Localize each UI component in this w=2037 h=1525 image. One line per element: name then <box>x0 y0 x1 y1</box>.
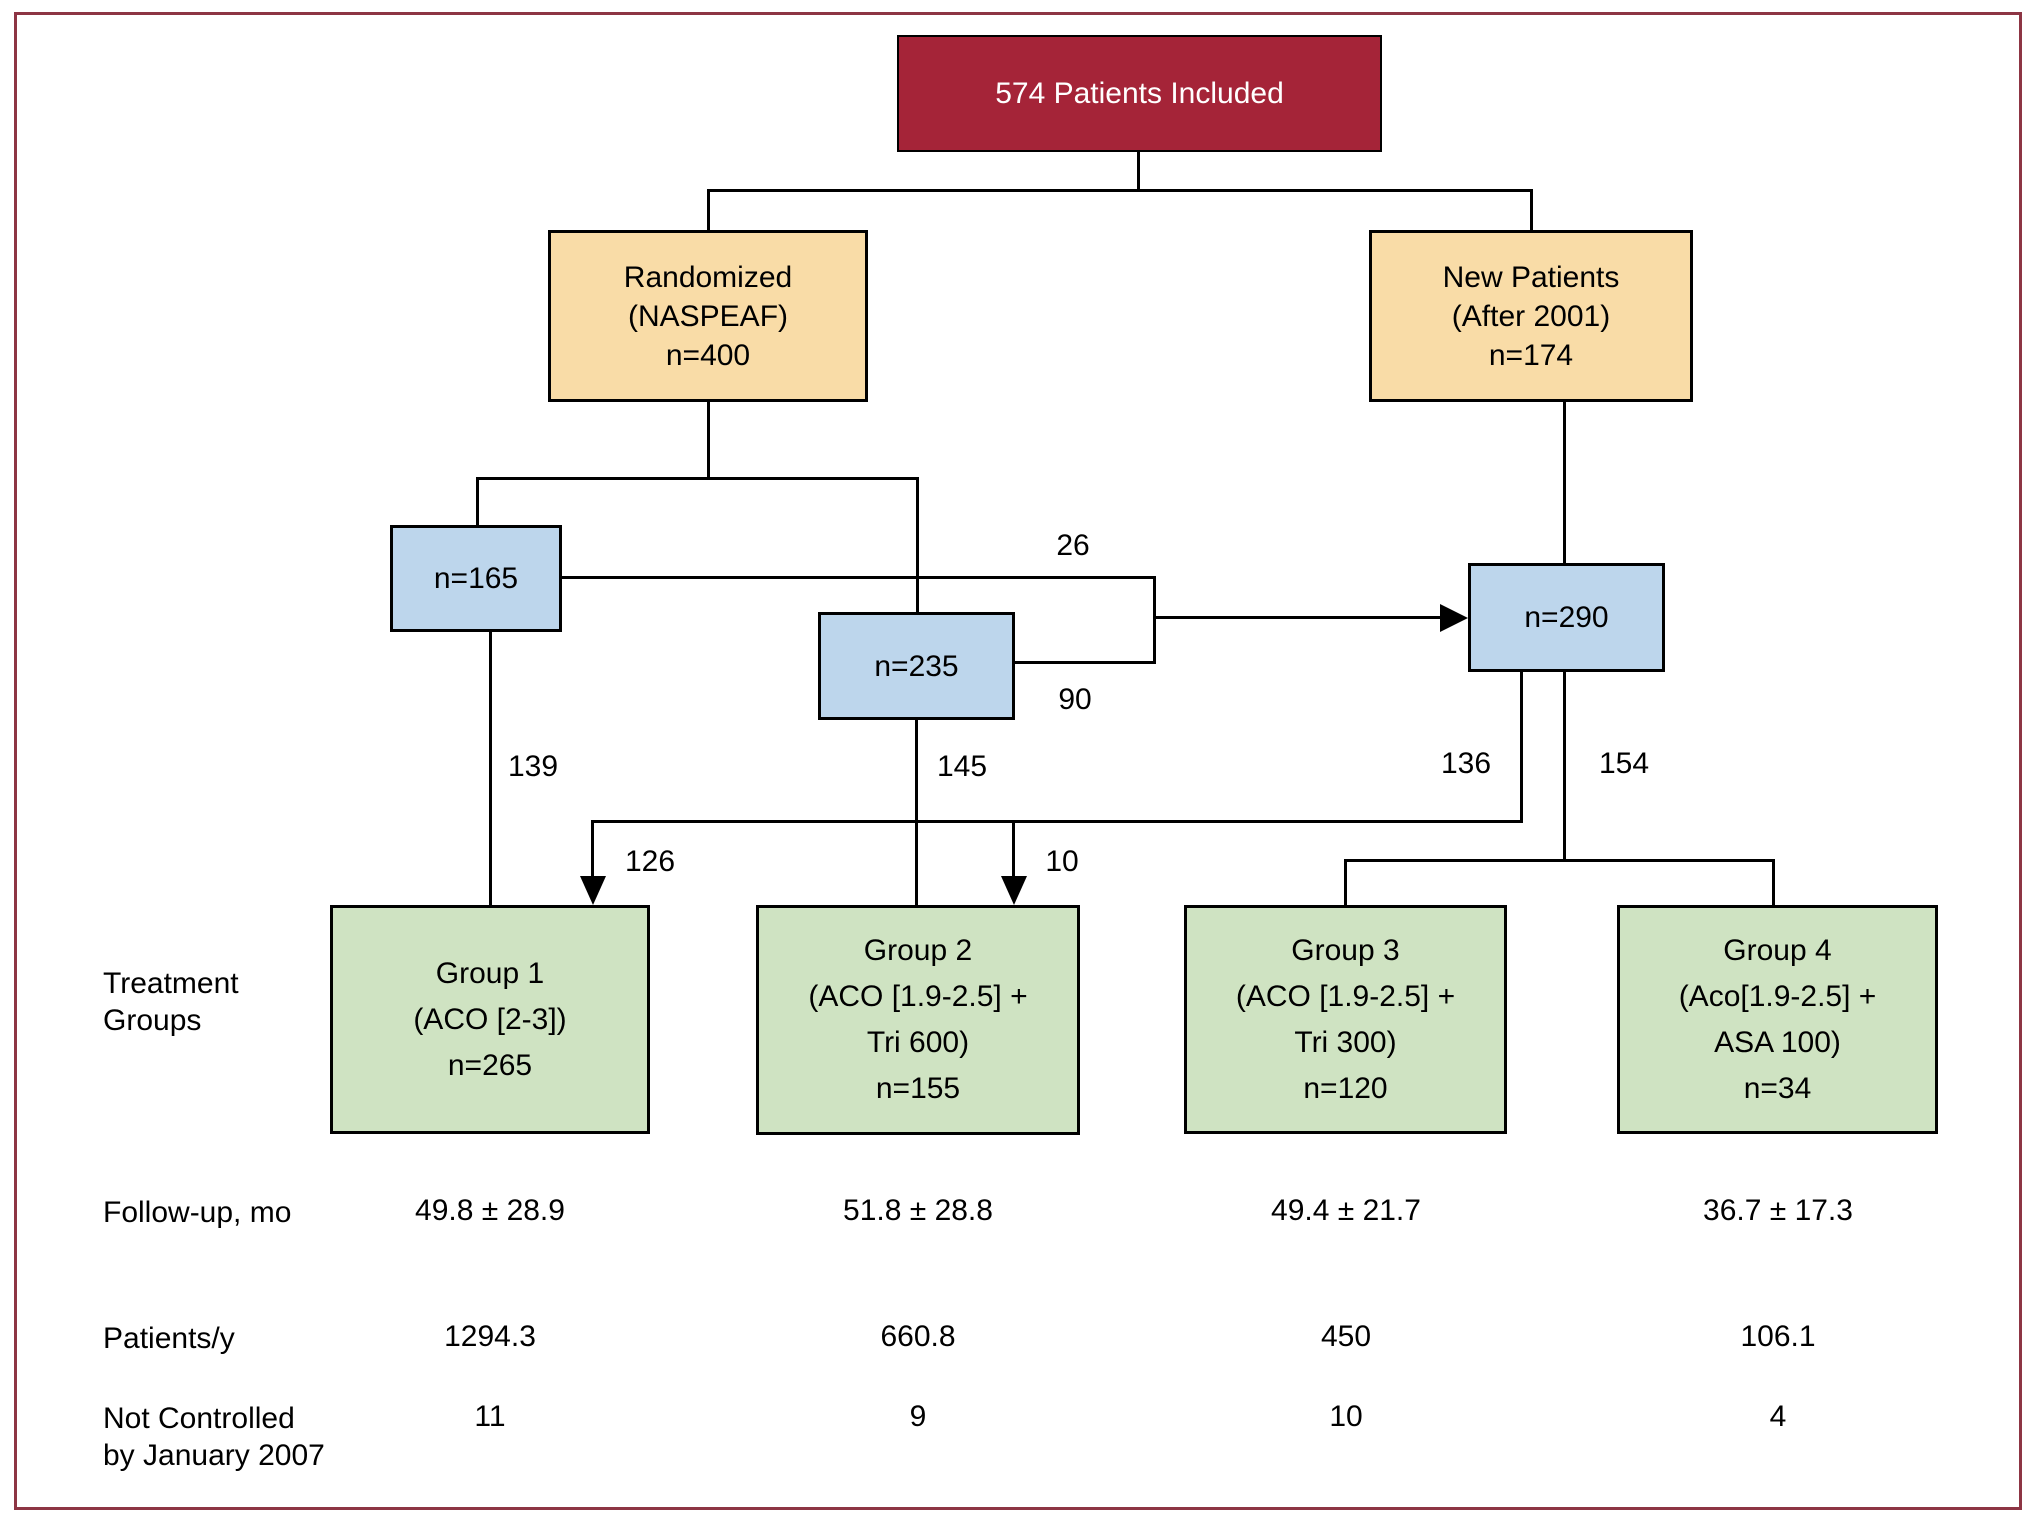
n290-box: n=290 <box>1468 563 1665 672</box>
flow-count-126: 126 <box>624 845 676 878</box>
connector-to-n165 <box>476 477 479 527</box>
row-label-treatment-groups: Treatment Groups <box>103 967 239 1037</box>
figure-border-frame <box>14 12 2022 1510</box>
n165-box: n=165 <box>390 525 562 632</box>
flow-count-154: 154 <box>1598 747 1650 780</box>
n235-box: n=235 <box>818 612 1015 720</box>
connector-154-split <box>1344 859 1775 862</box>
connector-to-new-patients <box>1530 189 1533 232</box>
connector-145-line <box>915 718 918 905</box>
arrowhead-into-n290-icon <box>1440 604 1468 632</box>
connector-139-line <box>489 630 492 905</box>
connector-merge-arrow-shaft <box>1153 616 1443 619</box>
group1-box: Group 1 (ACO [2-3]) n=265 <box>330 905 650 1134</box>
not-controlled-value-group3: 10 <box>1329 1400 1363 1433</box>
connector-136-return-line <box>591 820 1523 823</box>
followup-value-group3: 49.4 ± 21.7 <box>1271 1194 1421 1227</box>
followup-value-group1: 49.8 ± 28.9 <box>415 1194 565 1227</box>
connector-new-patients-stem <box>1563 400 1566 565</box>
total-patients-box: 574 Patients Included <box>897 35 1382 152</box>
row-label-followup: Follow-up, mo <box>103 1196 292 1229</box>
connector-to-n235 <box>916 477 919 614</box>
flow-count-139: 139 <box>507 750 559 783</box>
group3-box: Group 3 (ACO [1.9-2.5] + Tri 300) n=120 <box>1184 905 1507 1134</box>
connector-10-drop <box>1012 820 1015 878</box>
connector-randomized-split <box>476 477 919 480</box>
connector-to-group3 <box>1344 859 1347 905</box>
followup-value-group2: 51.8 ± 28.8 <box>843 1194 993 1227</box>
flow-count-26: 26 <box>1056 529 1090 562</box>
patients-value-group3: 450 <box>1320 1320 1372 1353</box>
connector-randomized-stem <box>707 400 710 480</box>
connector-to-group4 <box>1772 859 1775 905</box>
connector-to-randomized <box>707 189 710 232</box>
connector-title-stem <box>1137 152 1140 192</box>
connector-merge-bracket <box>1153 576 1156 664</box>
connector-126-drop <box>591 820 594 878</box>
not-controlled-value-group2: 9 <box>909 1400 927 1433</box>
connector-26-line <box>560 576 1156 579</box>
arrowhead-into-group1-icon <box>580 876 606 905</box>
new-patients-box: New Patients (After 2001) n=174 <box>1369 230 1693 402</box>
randomized-box: Randomized (NASPEAF) n=400 <box>548 230 868 402</box>
patients-value-group2: 660.8 <box>880 1320 956 1353</box>
arrowhead-into-group2-icon <box>1001 876 1027 905</box>
flow-count-10: 10 <box>1045 845 1079 878</box>
followup-value-group4: 36.7 ± 17.3 <box>1703 1194 1853 1227</box>
not-controlled-value-group4: 4 <box>1769 1400 1787 1433</box>
patients-value-group4: 106.1 <box>1740 1320 1816 1353</box>
connector-154-line <box>1563 670 1566 862</box>
connector-title-split <box>707 189 1533 192</box>
connector-136-line <box>1520 670 1523 823</box>
row-label-patients-per-year: Patients/y <box>103 1322 235 1355</box>
flow-count-136: 136 <box>1440 747 1492 780</box>
group4-box: Group 4 (Aco[1.9-2.5] + ASA 100) n=34 <box>1617 905 1938 1134</box>
flow-count-145: 145 <box>936 750 988 783</box>
group2-box: Group 2 (ACO [1.9-2.5] + Tri 600) n=155 <box>756 905 1080 1135</box>
patients-value-group1: 1294.3 <box>444 1320 536 1353</box>
row-label-not-controlled: Not Controlled by January 2007 <box>103 1402 325 1472</box>
flow-count-90: 90 <box>1058 683 1092 716</box>
connector-90-line <box>1013 661 1156 664</box>
not-controlled-value-group1: 11 <box>474 1400 506 1433</box>
